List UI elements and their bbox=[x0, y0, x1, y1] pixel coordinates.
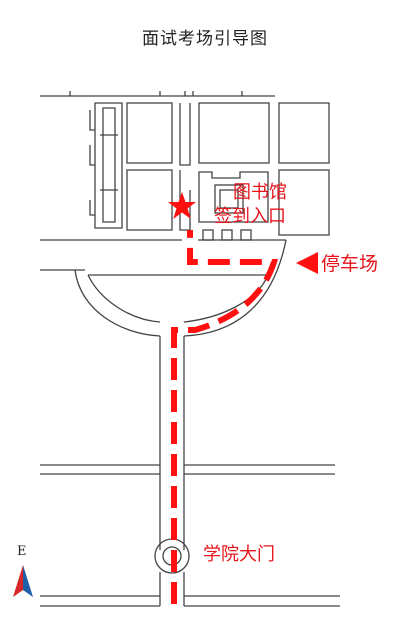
map-building-tick bbox=[69, 91, 243, 96]
route-path bbox=[171, 230, 279, 604]
map-library-building bbox=[198, 171, 269, 223]
map-block-b bbox=[126, 169, 173, 231]
triangle-left-icon bbox=[296, 252, 318, 274]
map-library-step-3 bbox=[240, 229, 252, 241]
map-library-step-1 bbox=[202, 229, 214, 241]
library-label-line1: 图书馆 bbox=[233, 182, 287, 203]
map-building-left-detail bbox=[100, 107, 118, 223]
parking-label: 停车场 bbox=[321, 253, 378, 275]
map-block-a bbox=[126, 102, 173, 164]
map-block-d bbox=[278, 102, 330, 164]
map-title: 面试考场引导图 bbox=[142, 29, 268, 49]
library-label-line2: 签到入口 bbox=[214, 206, 286, 227]
map-road-main-bottom bbox=[159, 572, 185, 606]
map-block-c bbox=[198, 102, 270, 164]
compass-arrow-icon bbox=[13, 565, 23, 597]
map-library-step-2 bbox=[221, 229, 233, 241]
map-building-left-wing bbox=[89, 102, 123, 229]
map-library-core bbox=[214, 184, 244, 214]
compass-arrow-icon-right bbox=[23, 565, 33, 597]
map-plaza-arc-outer bbox=[74, 239, 287, 337]
gate-label: 学院大门 bbox=[203, 544, 275, 565]
map-library-inner bbox=[219, 189, 239, 209]
compass-letter: E bbox=[17, 544, 27, 559]
map-plaza-arc-inner bbox=[87, 274, 269, 323]
star-icon bbox=[168, 192, 196, 219]
map-block-e bbox=[278, 169, 330, 236]
